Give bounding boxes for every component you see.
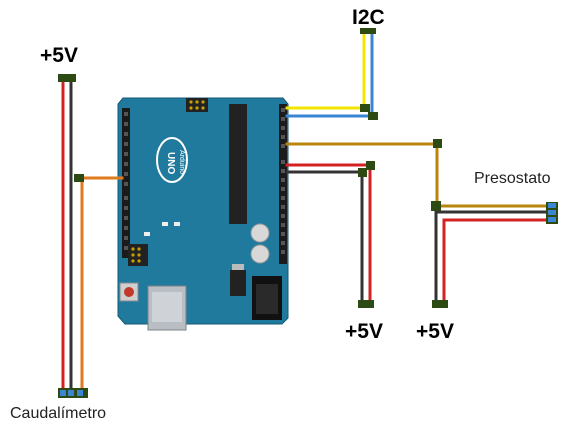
atmega-chip [229,104,247,224]
caudalimetro-connector [58,388,88,398]
connector-right-bottom [432,300,448,308]
presostato-connector [546,202,558,224]
wire-blue-i2c [285,30,374,118]
label-5v-mid: +5V [345,320,383,343]
label-5v-left: +5V [40,44,78,67]
label-presostato: Presostato [474,170,551,187]
status-leds [144,222,180,236]
capacitors [250,223,270,264]
connector-top-left [58,74,76,82]
arduino-logo: UNO Arduino [156,137,188,183]
wire-black-mid [285,170,364,304]
wire-red-mid [285,163,372,304]
arduino-uno-board: UNO Arduino [117,97,289,331]
board-model-text: UNO [165,152,176,174]
wire-red-presostato [442,218,550,304]
label-i2c: I2C [352,6,385,29]
label-5v-right: +5V [416,320,454,343]
icsp-header-top [186,98,208,112]
wire-orange-signal [80,176,124,392]
voltage-regulator [230,270,246,296]
power-header [279,104,287,264]
wires [61,30,550,392]
wire-yellow-i2c [285,30,366,110]
board-brand-text: Arduino [178,150,185,174]
reset-button [119,282,139,302]
label-caudalimetro: Caudalímetro [10,405,106,422]
connector-mid-bottom [358,300,374,308]
connectors [58,28,558,398]
